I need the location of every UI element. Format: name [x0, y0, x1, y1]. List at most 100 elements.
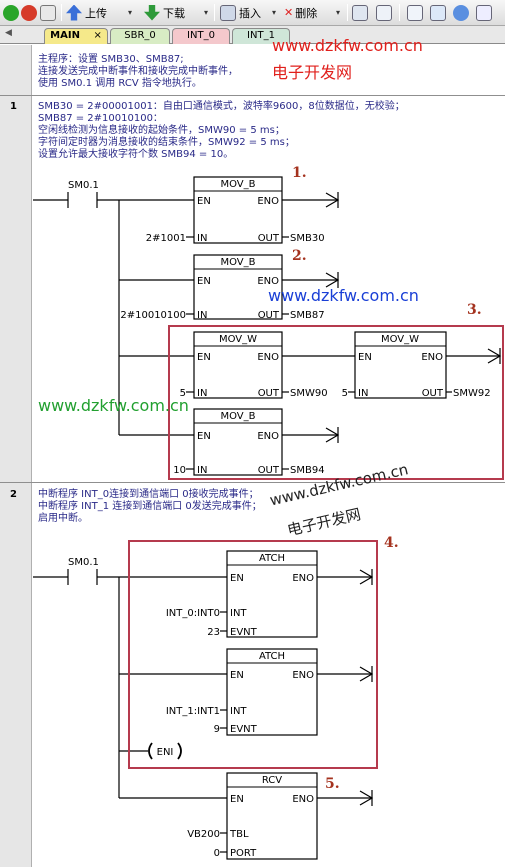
tab-int-1[interactable]: INT_1	[232, 28, 290, 44]
watermark-url-top: www.dzkfw.com.cn	[272, 36, 423, 55]
eni-coil-label: ENI	[157, 747, 174, 758]
tab-int-0-label: INT_0	[187, 30, 215, 41]
box-5-in-value: 10	[173, 465, 186, 476]
close-icon[interactable]: ×	[93, 30, 102, 41]
atch-2-title: ATCH	[259, 651, 285, 662]
box-3-en: EN	[197, 352, 211, 363]
compile-icon[interactable]	[40, 3, 59, 22]
box-4-title: MOV_W	[381, 334, 419, 345]
network-1-contact-label: SM0.1	[68, 180, 99, 191]
rcv-tbl-pin: TBL	[229, 829, 249, 840]
program-comment-gutter	[0, 45, 32, 95]
download-button[interactable]: 下载	[144, 3, 185, 22]
atch-2-eno: ENO	[292, 670, 314, 681]
box-4-out-pin: OUT	[422, 388, 444, 399]
box-3-title: MOV_W	[219, 334, 257, 345]
box-2-eno: ENO	[257, 276, 279, 287]
redo-icon[interactable]	[453, 3, 472, 22]
box-2-title: MOV_B	[220, 257, 255, 268]
download-label: 下载	[163, 6, 185, 20]
upload-button[interactable]: 上传	[66, 3, 107, 22]
mov-w-box-2[interactable]	[354, 331, 447, 399]
rcv-tbl-value: VB200	[187, 829, 220, 840]
atch-1-evnt-pin: EVNT	[230, 627, 258, 638]
network-2-contact-label: SM0.1	[68, 557, 99, 568]
tab-scroll-left-icon[interactable]: ◀	[5, 28, 12, 38]
insert-button[interactable]: 插入	[220, 3, 261, 22]
mov-b-box-2[interactable]	[193, 254, 283, 320]
box-5-out-pin: OUT	[258, 465, 280, 476]
box-1-in-value: 2#1001	[146, 233, 186, 244]
annotation-5: 5.	[325, 776, 340, 792]
download-dropdown-icon[interactable]: ▾	[204, 8, 209, 17]
box-3-eno: ENO	[257, 352, 279, 363]
delete-dropdown-icon[interactable]: ▾	[336, 8, 341, 17]
tab-sbr-0-label: SBR_0	[124, 30, 156, 41]
box-4-en: EN	[358, 352, 372, 363]
atch-2-evnt-pin: EVNT	[230, 724, 258, 735]
network-2-comment[interactable]: 中断程序 INT_0连接到通信端口 0接收完成事件；中断程序 INT_1 连接到…	[38, 489, 262, 524]
box-1-out-value: SMB30	[290, 233, 325, 244]
tab-int-1-label: INT_1	[247, 30, 275, 41]
atch-2-int-pin: INT	[230, 706, 247, 717]
tab-main-label: MAIN	[50, 30, 80, 41]
rcv-title: RCV	[262, 775, 282, 786]
table-icon[interactable]	[376, 3, 395, 22]
atch-1-int-value: INT_0:INT0	[166, 608, 220, 619]
mov-b-box-3[interactable]	[193, 408, 283, 476]
tab-int-0[interactable]: INT_0	[172, 28, 230, 44]
rcv-port-value: 0	[214, 848, 220, 859]
tab-sbr-0[interactable]: SBR_0	[110, 28, 170, 44]
atch-1-evnt-value: 23	[207, 627, 220, 638]
insert-dropdown-icon[interactable]: ▾	[272, 8, 277, 17]
box-3-out-pin: OUT	[258, 388, 280, 399]
box-2-out-value: SMB87	[290, 310, 325, 321]
network-1-gutter	[0, 96, 32, 482]
sort-icon[interactable]	[430, 3, 449, 22]
network-1-comment[interactable]: SMB30 = 2#00001001：自由口通信模式，波特率9600，8位数据位…	[38, 101, 405, 160]
mov-w-box-1[interactable]	[193, 331, 283, 399]
stop-icon[interactable]	[21, 3, 40, 22]
tab-bar: ◀ MAIN × SBR_0 INT_0 INT_1	[0, 26, 505, 44]
network-icon[interactable]	[352, 3, 371, 22]
box-2-in-value: 2#10010100	[120, 310, 186, 321]
atch-2-en: EN	[230, 670, 244, 681]
annotation-box-4	[128, 540, 378, 769]
atch-2-evnt-value: 9	[214, 724, 220, 735]
annotation-3: 3.	[467, 302, 482, 318]
box-5-out-value: SMB94	[290, 465, 325, 476]
box-4-in-value: 5	[342, 388, 348, 399]
box-1-en: EN	[197, 196, 211, 207]
box-4-out-value: SMW92	[453, 388, 491, 399]
tab-main[interactable]: MAIN ×	[44, 28, 108, 44]
box-3-in-pin: IN	[197, 388, 207, 399]
insert-icon	[220, 4, 236, 21]
network-1-number: 1	[10, 101, 17, 112]
annotation-4: 4.	[384, 535, 399, 551]
insert-label: 插入	[239, 6, 261, 20]
program-comment[interactable]: 主程序：设置 SMB30、SMB87;连接发送完成中断事件和接收完成中断事件，使…	[38, 54, 238, 89]
atch-1-eno: ENO	[292, 573, 314, 584]
delete-button[interactable]: ✕ 删除	[284, 3, 317, 22]
network-2-number: 2	[10, 489, 17, 500]
atch-1-title: ATCH	[259, 553, 285, 564]
watermark-url-middle: www.dzkfw.com.cn	[268, 286, 419, 305]
box-5-eno: ENO	[257, 431, 279, 442]
run-icon[interactable]	[3, 3, 22, 22]
box-2-en: EN	[197, 276, 211, 287]
atch-2-int-value: INT_1:INT1	[166, 706, 220, 717]
box-1-eno: ENO	[257, 196, 279, 207]
upload-dropdown-icon[interactable]: ▾	[128, 8, 133, 17]
window-icon[interactable]	[407, 3, 426, 22]
box-1-in-pin: IN	[197, 233, 207, 244]
atch-1-int-pin: INT	[230, 608, 247, 619]
toolbar: 上传 ▾ 下载 ▾ 插入 ▾ ✕ 删除 ▾	[0, 0, 505, 26]
box-3-out-value: SMW90	[290, 388, 328, 399]
delete-icon: ✕	[284, 6, 294, 19]
network-2-gutter	[0, 483, 32, 867]
mov-b-box-1[interactable]	[193, 176, 283, 244]
box-1-title: MOV_B	[220, 179, 255, 190]
box-4-in-pin: IN	[358, 388, 368, 399]
clear-icon[interactable]	[476, 3, 495, 22]
